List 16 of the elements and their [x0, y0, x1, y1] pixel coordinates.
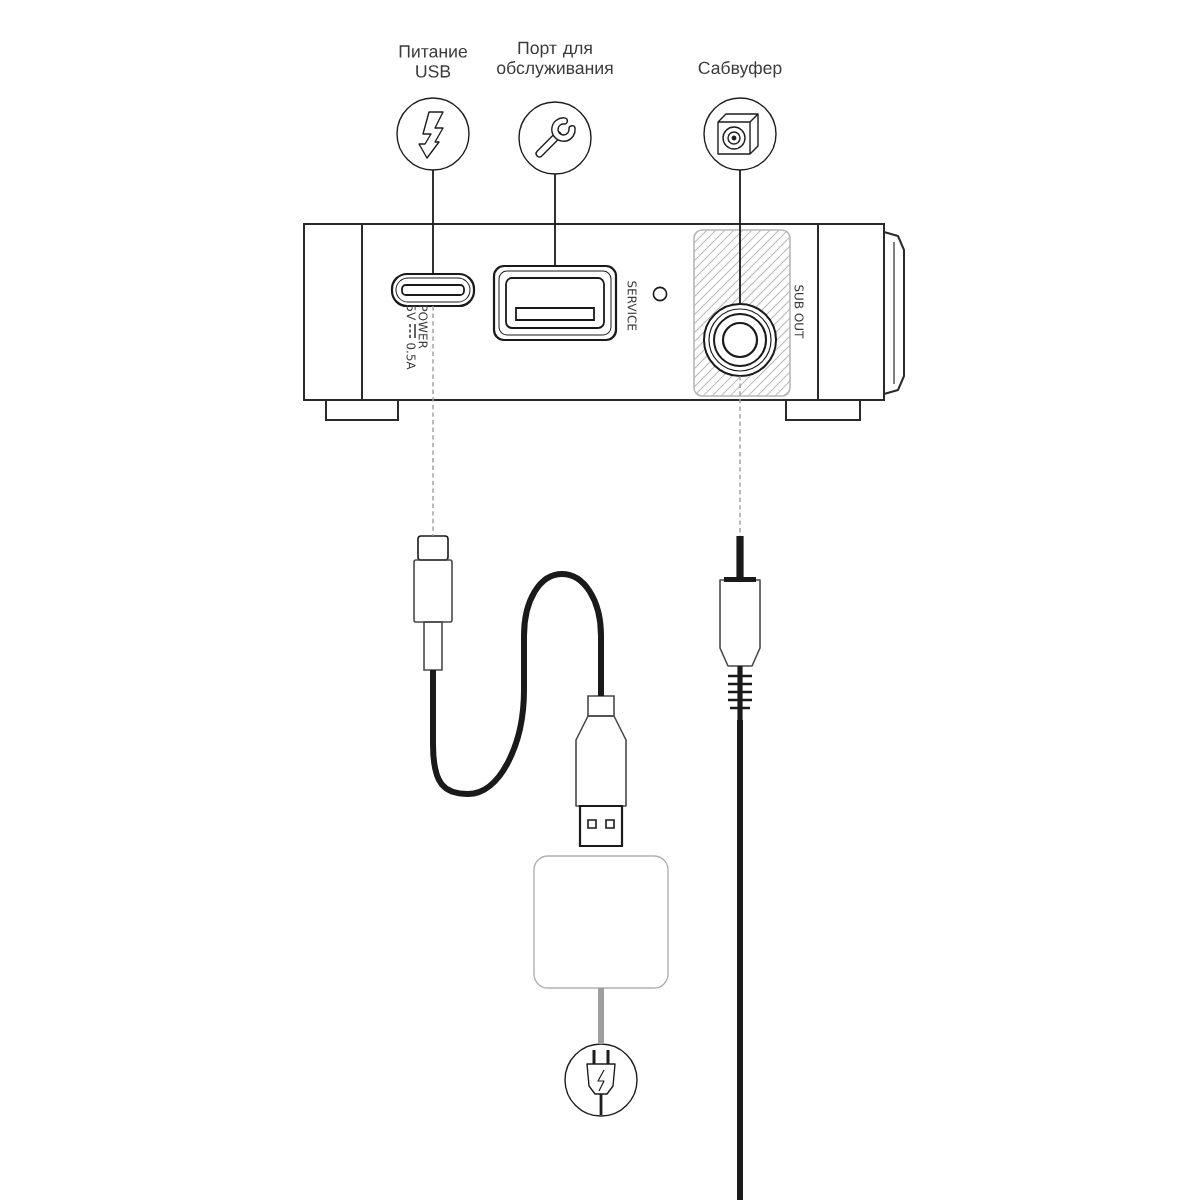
icon-caption: Питание USB — [399, 45, 467, 78]
leader-line — [432, 169, 434, 275]
leader-line — [554, 173, 556, 267]
power-cord — [598, 988, 604, 1044]
cable — [430, 571, 604, 797]
usb-c-plug — [413, 535, 453, 671]
dashed-line — [739, 375, 741, 537]
cable — [737, 720, 743, 1200]
device — [303, 223, 905, 421]
dashed-line — [432, 305, 434, 537]
rca-plug — [719, 536, 761, 720]
icon-caption: Сабвуфер — [698, 61, 782, 78]
leader-line — [739, 169, 741, 305]
usb-plug — [575, 695, 627, 848]
icon-caption: Порт для обслуживания — [497, 41, 613, 78]
power-adapter — [533, 855, 669, 989]
